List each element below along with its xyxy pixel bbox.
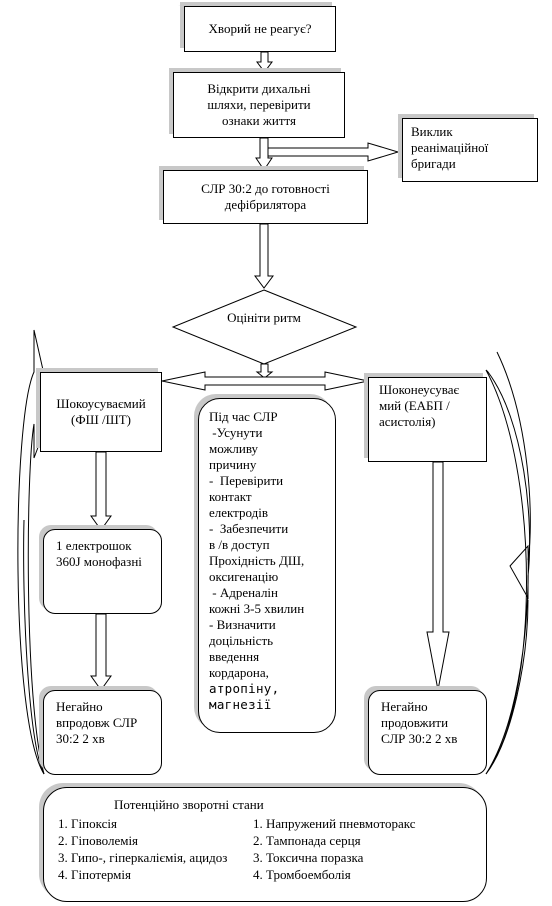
assess-rhythm-diamond <box>171 289 358 365</box>
node-one-shock: 1 електрошок 360J монофазні <box>43 529 162 614</box>
arrow-right-call <box>267 142 400 162</box>
during-cpr-line: Під час СЛР <box>209 409 278 424</box>
arrow-down-right <box>426 461 450 691</box>
during-cpr-line: - Забезпечити <box>209 521 289 536</box>
assess-rhythm-text: Оцініти ритм <box>227 310 301 325</box>
arrow-down-1 <box>256 51 273 73</box>
reversible-causes-right: 1. Напружений пневмоторакс 2. Тампонада с… <box>253 815 416 883</box>
during-cpr-line: кордарона, <box>209 665 269 680</box>
arrow-split <box>161 371 369 391</box>
node-resume-right-text: Негайно продовжити СЛР 30:2 2 хв <box>381 699 458 746</box>
node-unresponsive: Хворий не реагує? <box>184 6 336 52</box>
during-cpr-mono: атропіну,магнезії <box>209 681 329 713</box>
node-cpr-text: СЛР 30:2 до готовності дефібрилятора <box>201 181 330 212</box>
arrow-down-2 <box>255 137 273 171</box>
node-resume-left: Негайно впродовж СЛР 30:2 2 хв <box>43 690 162 775</box>
during-cpr-line: - Визначити <box>209 617 276 632</box>
node-one-shock-text: 1 електрошок 360J монофазні <box>56 538 142 569</box>
arrow-down-left-2 <box>90 613 112 691</box>
during-cpr-line: оксигенацію <box>209 569 279 584</box>
reversible-causes-title: Потенційно зворотні стани <box>114 797 264 812</box>
during-cpr-line: атропіну, <box>209 681 280 696</box>
during-cpr-line: доцільність <box>209 633 274 648</box>
during-cpr-line: - Перевірити <box>209 473 284 488</box>
loop-arrow-right <box>485 369 531 775</box>
reversible-causes-box: Потенційно зворотні стани 1. Гіпоксія 2. … <box>43 787 487 902</box>
node-cpr: СЛР 30:2 до готовності дефібрилятора <box>163 170 368 224</box>
during-cpr-line: можливу <box>209 441 259 456</box>
node-unresponsive-text: Хворий не реагує? <box>208 21 312 36</box>
assess-rhythm-label: Оцініти ритм <box>214 310 314 326</box>
arrow-down-left-1 <box>90 451 112 531</box>
cause-item: 2. Тампонада серця <box>253 833 361 848</box>
cause-item: 1. Гіпоксія <box>58 816 117 831</box>
node-open-airway: Відкрити дихальні шляхи, перевірити озна… <box>173 72 345 138</box>
arrow-down-3 <box>254 223 274 289</box>
cause-item: 2. Гіповолемія <box>58 833 139 848</box>
during-cpr-line: магнезії <box>209 697 272 712</box>
cause-item: 3. Токсична поразка <box>253 850 364 865</box>
node-resume-right: Негайно продовжити СЛР 30:2 2 хв <box>368 690 487 775</box>
node-call-team-text: Виклик реанімаційної бригади <box>411 124 489 171</box>
during-cpr-line: Прохідність ДШ, <box>209 553 305 568</box>
during-cpr-line: - Адреналін <box>209 585 278 600</box>
during-cpr-line: електродів <box>209 505 269 520</box>
cause-item: 1. Напружений пневмоторакс <box>253 816 416 831</box>
cause-item: 4. Тромбоемболія <box>253 867 351 882</box>
during-cpr-line: контакт <box>209 489 252 504</box>
node-shockable: Шокоусуваємий (ФШ /ШТ) <box>40 372 162 452</box>
reversible-causes-left: 1. Гіпоксія 2. Гіповолемія 3. Гипо-, гіпер… <box>58 815 227 883</box>
node-shockable-text: Шокоусуваємий (ФШ /ШТ) <box>56 396 146 427</box>
loop-arrow-left <box>17 329 53 775</box>
during-cpr-line: причину <box>209 457 257 472</box>
cause-item: 4. Гіпотермія <box>58 867 131 882</box>
during-cpr-line: в /в доступ <box>209 537 270 552</box>
during-cpr-line: кожні 3-5 хвилин <box>209 601 305 616</box>
node-resume-left-text: Негайно впродовж СЛР 30:2 2 хв <box>56 699 138 746</box>
node-call-team: Виклик реанімаційної бригади <box>402 118 538 182</box>
node-open-airway-text: Відкрити дихальні шляхи, перевірити озна… <box>207 81 311 128</box>
node-non-shockable: Шоконеусуває мий (ЕАБП / асистолія) <box>368 377 487 462</box>
during-cpr-line: -Усунути <box>209 425 263 440</box>
node-non-shockable-text: Шоконеусуває мий (ЕАБП / асистолія) <box>379 382 460 429</box>
cause-item: 3. Гипо-, гіперкаліємія, ацидоз <box>58 850 228 865</box>
during-cpr-line: введення <box>209 649 260 664</box>
